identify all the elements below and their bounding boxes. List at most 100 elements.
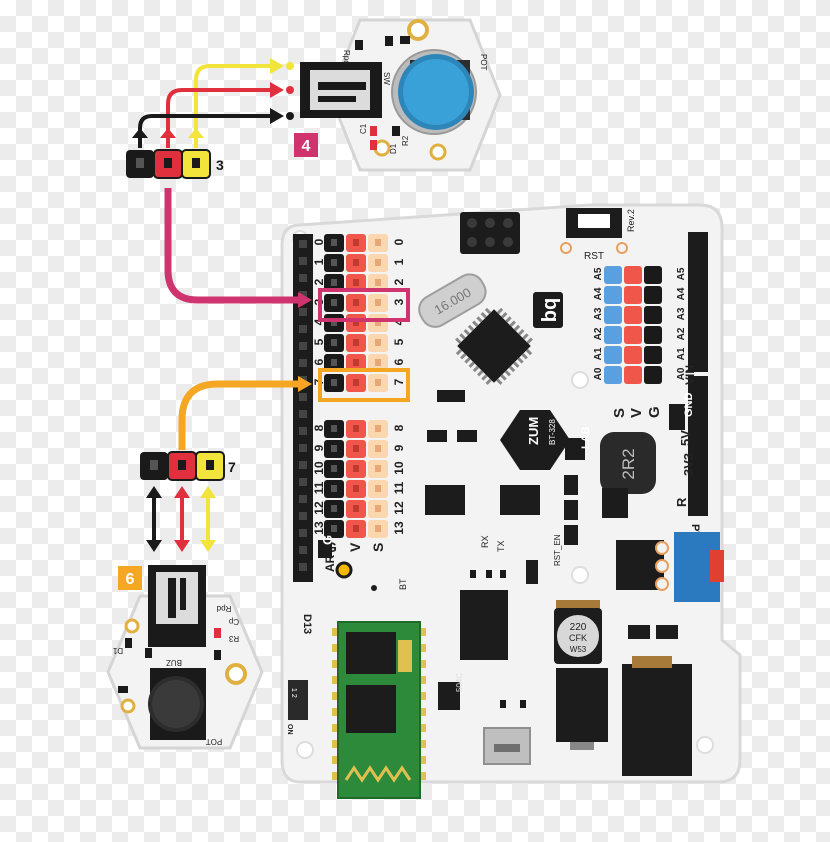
reset-pad: [616, 242, 628, 254]
rev-label: Rev.2: [626, 209, 636, 232]
signal-pin-hole: [375, 525, 381, 532]
power-pin-hole: [353, 359, 359, 366]
signal-pin-hole: [375, 445, 381, 452]
regulator-tab: [570, 742, 594, 750]
d13-label: D13: [301, 614, 313, 634]
header-g-badge-text: G: [320, 535, 335, 545]
header-hole: [299, 410, 307, 418]
buzzer-element: [152, 680, 200, 728]
inductor-label: 2R2: [619, 448, 638, 479]
button-module: POT SW Rpd D1 R2 C1: [300, 18, 502, 172]
lab-badge: [565, 438, 585, 460]
analog-power-pin: [624, 266, 642, 284]
header-hole: [299, 444, 307, 452]
ground-pin-hole: [331, 525, 337, 532]
button-power-wire: [166, 88, 270, 148]
analog-power-pin: [624, 326, 642, 344]
header-hole: [299, 563, 307, 571]
digital-pin-label: 12: [312, 501, 326, 515]
analog-signal-pin: [604, 326, 622, 344]
signal-pin-hole: [375, 319, 381, 326]
brand-text: bq: [539, 298, 561, 322]
mount-hole: [571, 566, 589, 584]
buzzer-badge: 6: [126, 571, 135, 588]
analog-pin-label: A2: [676, 327, 687, 340]
mount-hole: [296, 741, 314, 759]
signal-pin-hole: [375, 425, 381, 432]
signal-pin-hole: [375, 279, 381, 286]
analog-power-pin: [624, 346, 642, 364]
ground-pin-hole: [331, 485, 337, 492]
analog-ground-pin: [644, 366, 662, 384]
digital-pin-label: 5: [312, 338, 326, 345]
capacitor-top: [555, 613, 601, 659]
buzzer-module: BUZ POT Rpd Cp R3 D1: [106, 565, 264, 750]
button-signal-arrow: [270, 58, 284, 74]
digital-pin-label: 11: [392, 481, 406, 494]
analog-pin-columns: [604, 266, 662, 384]
power-pin-hole: [353, 525, 359, 532]
mount-hole: [696, 736, 714, 754]
buzzer-pot-silk: POT: [206, 737, 223, 746]
signal-pin-hole: [375, 259, 381, 266]
button-ground-dot: [286, 112, 294, 120]
voltage-regulator: [556, 668, 608, 742]
buzzer-power-arrow-down: [174, 540, 190, 552]
power-pin-hole: [353, 485, 359, 492]
button-ground-wire: [138, 114, 270, 148]
tx-label: TX: [496, 540, 506, 552]
digital-pin-label: 13: [392, 521, 406, 535]
header-hole: [299, 495, 307, 503]
led: [520, 700, 526, 708]
s-label: S: [611, 408, 628, 418]
buzzer-power-arrow-up: [174, 486, 190, 498]
crystal: 16.000: [418, 273, 487, 328]
buzzer-rb-silk: R3: [228, 634, 239, 643]
transistor: [564, 525, 578, 545]
buzzer-rpd-silk: Rpd: [217, 604, 232, 613]
usb-serial-chip: [460, 590, 508, 660]
v5-label: 5V: [678, 430, 693, 446]
chip-text: BT-328: [548, 419, 557, 445]
pin3-highlight: [318, 288, 410, 322]
icsp-pin: [485, 237, 495, 247]
wire-to-pin7: [178, 380, 305, 450]
cap-value: 220: [570, 622, 587, 633]
ar-label: AR: [323, 554, 337, 572]
cap-mid: CFK: [569, 633, 587, 643]
reset-switch-slider: [578, 214, 610, 228]
micro-usb-port: [494, 744, 520, 752]
button-c1-silk: C1: [359, 123, 368, 134]
wire-to-pin3: [164, 188, 305, 304]
transistor: [427, 430, 447, 442]
dip-switch[interactable]: [288, 680, 308, 720]
regulator: [438, 682, 460, 710]
power-pin-hole: [353, 505, 359, 512]
button-signal-wire: [194, 64, 270, 148]
ic-chip: [500, 485, 540, 515]
analog-signal-pin: [604, 286, 622, 304]
dc-jack-pin: [632, 656, 672, 668]
cap-bot: W53: [570, 645, 587, 654]
power-switch-slider: [710, 550, 724, 582]
digital-pin-label: 3: [392, 298, 406, 305]
analog-pin-label: A3: [593, 307, 604, 320]
header-hole: [299, 308, 307, 316]
power-pin-hole: [353, 445, 359, 452]
button-power-dot: [286, 86, 294, 94]
analog-pin-label: A5: [676, 267, 687, 280]
button-pot-silk: POT: [479, 54, 488, 71]
power-pin-hole: [353, 299, 359, 306]
regulator-label: 504C: [455, 673, 464, 692]
ic-chip: [425, 485, 465, 515]
header-hole: [299, 274, 307, 282]
bt-label: BT: [398, 578, 408, 590]
button-signal-arrow-up: [188, 128, 204, 138]
analog-ground-pin: [644, 266, 662, 284]
dip-label: 1 2: [290, 688, 297, 698]
digital-pin-label: 8: [312, 424, 326, 431]
analog-power-pin: [624, 286, 642, 304]
button-badge: 4: [302, 138, 311, 155]
